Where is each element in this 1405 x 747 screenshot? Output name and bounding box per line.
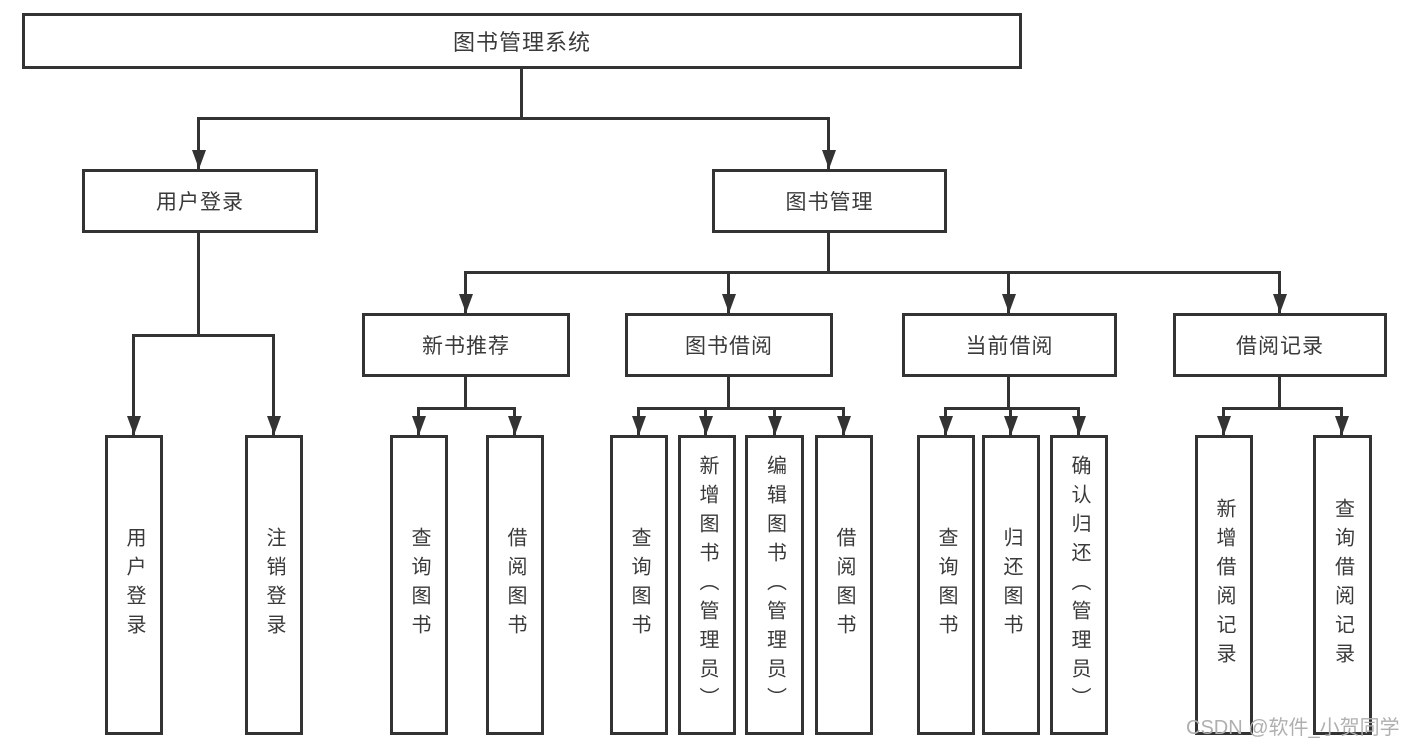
node-book-management: 图书管理 <box>712 169 947 233</box>
connector-root-trunk <box>520 69 523 118</box>
connector-user-splitter <box>132 334 275 337</box>
leaf-add-borrow-record: 新增借阅记录 <box>1195 435 1253 735</box>
leaf-borrow-books-recommend: 借阅图书 <box>486 435 544 735</box>
arrowhead-icon <box>192 150 206 169</box>
leaf-edit-book-admin: 编辑图书（管理员） <box>745 435 804 735</box>
arrowhead-icon <box>1004 416 1018 435</box>
leaf-add-book-admin: 新增图书（管理员） <box>678 435 736 735</box>
arrowhead-icon <box>722 294 736 313</box>
connector-splitter <box>637 407 845 410</box>
arrowhead-icon <box>508 416 522 435</box>
leaf-return-book-label: 归还图书 <box>1000 527 1022 643</box>
connector-splitter <box>1222 407 1343 410</box>
arrowhead-icon <box>822 150 836 169</box>
leaf-borrow-books-borrowing: 借阅图书 <box>815 435 873 735</box>
arrowhead-icon <box>1072 416 1086 435</box>
arrowhead-icon <box>768 416 782 435</box>
leaf-query-borrow-record-label: 查询借阅记录 <box>1331 498 1354 672</box>
leaf-return-book: 归还图书 <box>982 435 1040 735</box>
node-root: 图书管理系统 <box>22 13 1022 69</box>
leaf-query-books-recommend-label: 查询图书 <box>408 527 430 643</box>
node-root-label: 图书管理系统 <box>452 30 591 55</box>
leaf-add-borrow-record-label: 新增借阅记录 <box>1213 498 1235 672</box>
watermark: CSDN @软件_小贺同学 <box>1186 717 1400 739</box>
arrowhead-icon <box>1273 294 1287 313</box>
arrowhead-icon <box>127 416 141 435</box>
arrowhead-icon <box>699 416 713 435</box>
leaf-add-book-admin-label: 新增图书（管理员） <box>696 454 718 716</box>
leaf-edit-book-admin-label: 编辑图书（管理员） <box>763 454 786 716</box>
node-new-book-recommend-label: 新书推荐 <box>422 335 510 358</box>
arrowhead-icon <box>1335 416 1349 435</box>
arrowhead-icon <box>632 416 646 435</box>
leaf-borrow-books-borrowing-label: 借阅图书 <box>833 527 855 643</box>
arrowhead-icon <box>1002 294 1016 313</box>
leaf-query-books-borrowing: 查询图书 <box>610 435 668 735</box>
leaf-query-books-current-label: 查询图书 <box>935 527 957 643</box>
connector <box>464 377 467 408</box>
connector <box>197 118 200 169</box>
connector <box>464 272 467 313</box>
leaf-query-books-current: 查询图书 <box>917 435 975 735</box>
leaf-query-books-recommend: 查询图书 <box>390 435 448 735</box>
leaf-user-login: 用户登录 <box>105 435 163 735</box>
node-user-login-label: 用户登录 <box>156 191 244 214</box>
node-new-book-recommend: 新书推荐 <box>362 313 570 377</box>
connector <box>132 335 135 435</box>
node-book-borrowing: 图书借阅 <box>625 313 833 377</box>
connector-level2-splitter <box>197 117 830 120</box>
arrowhead-icon <box>412 416 426 435</box>
leaf-logout-label: 注销登录 <box>263 527 285 643</box>
arrowhead-icon <box>267 416 281 435</box>
leaf-confirm-return-admin-label: 确认归还（管理员） <box>1068 454 1090 716</box>
connector <box>272 335 275 435</box>
leaf-confirm-return-admin: 确认归还（管理员） <box>1050 435 1108 735</box>
connector-splitter <box>417 407 516 410</box>
arrowhead-icon <box>1217 416 1231 435</box>
connector-level3-splitter <box>464 271 1281 274</box>
node-book-management-label: 图书管理 <box>785 191 874 214</box>
connector <box>1007 377 1010 408</box>
leaf-query-books-borrowing-label: 查询图书 <box>628 527 650 643</box>
connector <box>727 272 730 313</box>
leaf-query-borrow-record: 查询借阅记录 <box>1313 435 1372 735</box>
leaf-borrow-books-recommend-label: 借阅图书 <box>504 527 526 643</box>
connector <box>1278 377 1281 408</box>
node-borrow-records-label: 借阅记录 <box>1236 335 1324 358</box>
node-borrow-records: 借阅记录 <box>1173 313 1387 377</box>
node-current-borrowing: 当前借阅 <box>902 313 1117 377</box>
leaf-user-login-label: 用户登录 <box>123 527 145 643</box>
connector <box>1007 272 1010 313</box>
node-current-borrowing-label: 当前借阅 <box>965 335 1054 358</box>
arrowhead-icon <box>837 416 851 435</box>
node-book-borrowing-label: 图书借阅 <box>685 335 773 358</box>
leaf-logout: 注销登录 <box>245 435 303 735</box>
arrowhead-icon <box>939 416 953 435</box>
node-user-login: 用户登录 <box>82 169 318 233</box>
connector <box>1278 272 1281 313</box>
connector-splitter <box>944 407 1080 410</box>
connector <box>827 233 830 272</box>
connector <box>827 118 830 169</box>
connector <box>727 377 730 408</box>
arrowhead-icon <box>459 294 473 313</box>
connector <box>197 233 200 335</box>
